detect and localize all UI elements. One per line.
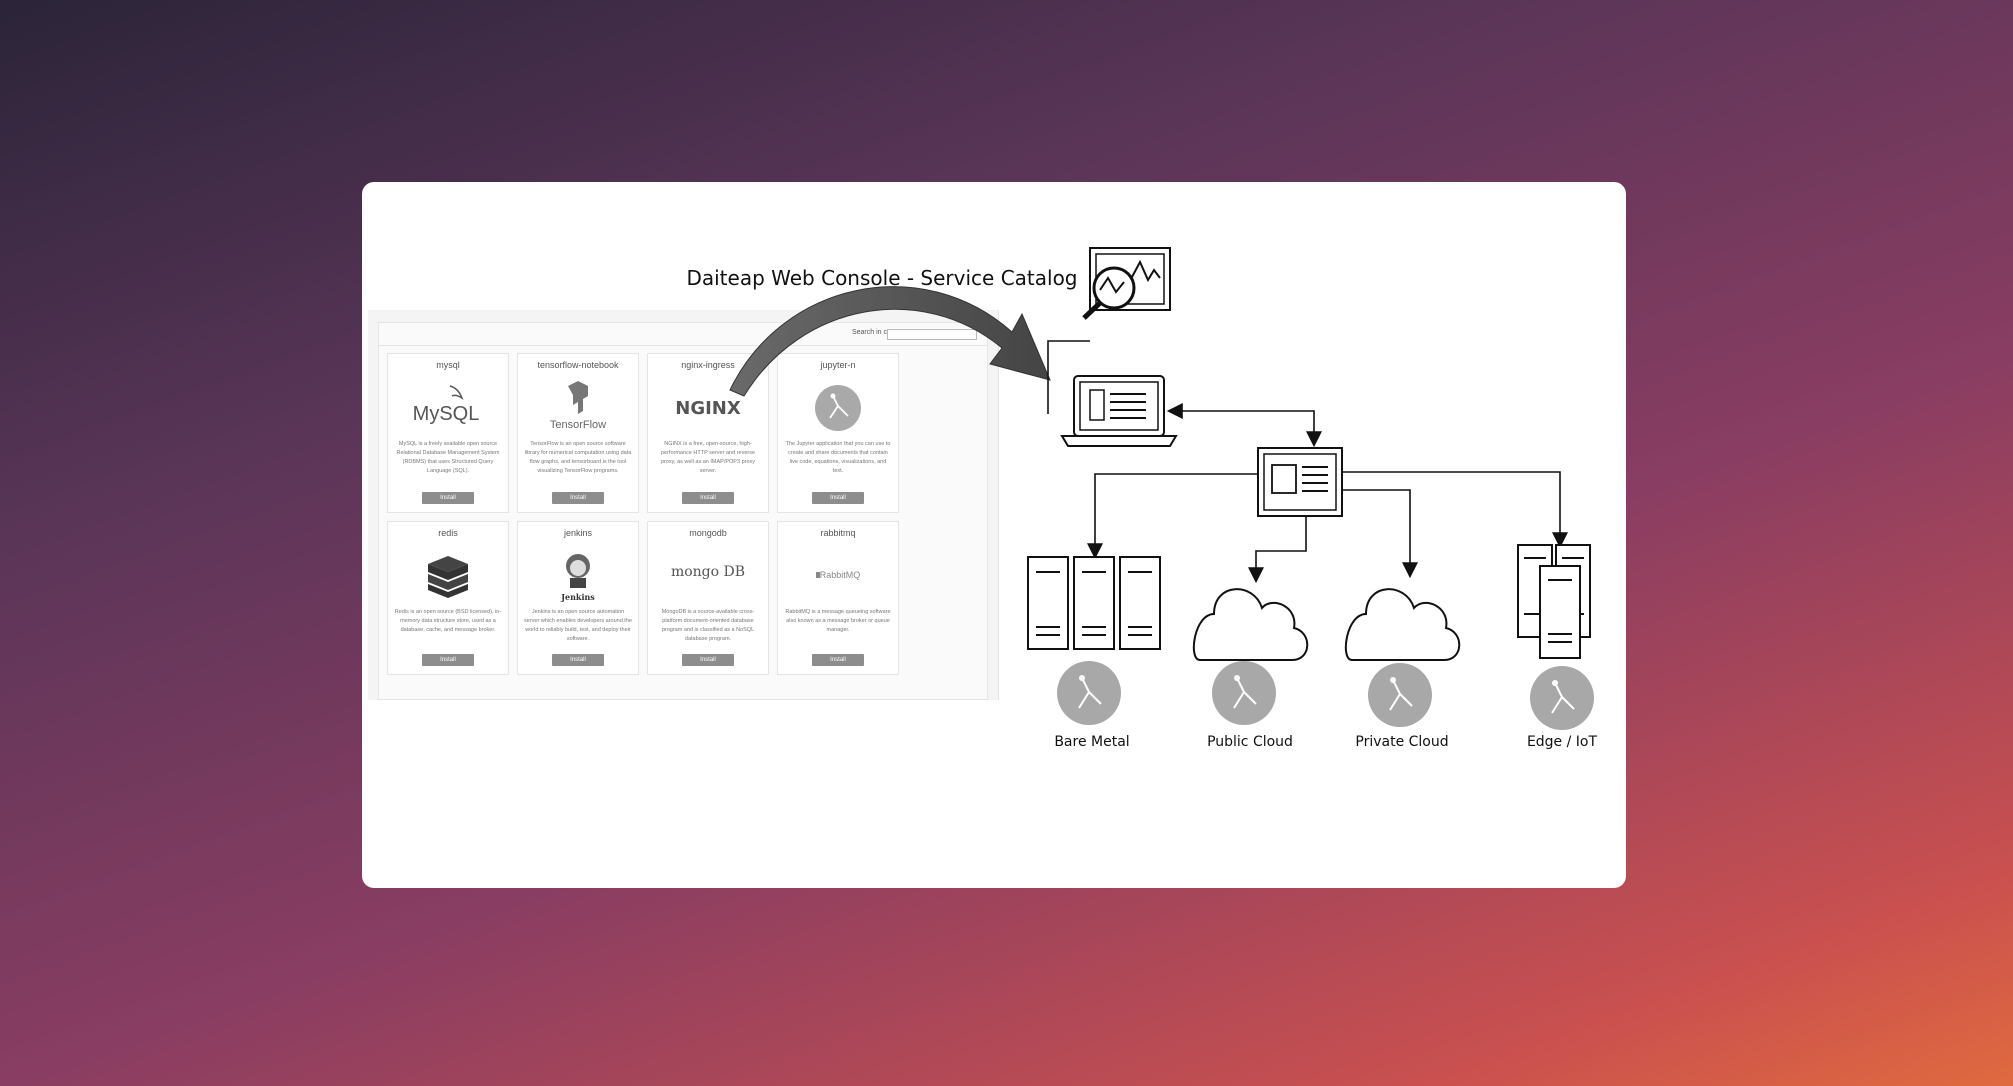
edge-device-icon	[1517, 544, 1591, 659]
compass-logo-icon	[778, 376, 898, 438]
install-button[interactable]: Install	[552, 654, 604, 666]
search-label: Search in c	[851, 329, 887, 336]
install-button[interactable]: Install	[552, 492, 604, 504]
compass-badge-icon	[1057, 661, 1121, 725]
connector-line	[1342, 489, 1418, 579]
compass-badge-icon	[1530, 666, 1594, 730]
label-public-cloud: Public Cloud	[1207, 734, 1293, 750]
service-description: MySQL is a freely available open source …	[396, 441, 500, 474]
deploy-arrow	[729, 286, 1051, 397]
connector-line	[1220, 410, 1322, 448]
service-description: Jenkins is an open source automation ser…	[524, 609, 632, 642]
service-name: nginx-ingress	[681, 360, 735, 370]
service-catalog-screenshot: Search in c mysql MySQL MySQL is a freel…	[368, 310, 999, 700]
tensorflow-logo-icon: TensorFlow	[518, 376, 638, 438]
install-button[interactable]: Install	[812, 654, 864, 666]
deployment-diagram	[729, 247, 1594, 730]
connector-line	[1248, 516, 1307, 584]
install-button[interactable]: Install	[422, 654, 474, 666]
private-cloud-icon	[1344, 588, 1461, 661]
rabbitmq-logo-icon: RabbitMQ	[778, 544, 898, 606]
public-cloud-icon	[1192, 588, 1309, 661]
label-edge-iot: Edge / IoT	[1526, 734, 1598, 750]
service-name: rabbitmq	[820, 528, 856, 538]
compass-badge-icon	[1368, 663, 1432, 727]
install-button[interactable]: Install	[422, 492, 474, 504]
service-card-redis: redis Redis is an open source (BSD licen…	[387, 521, 509, 675]
redis-logo-icon	[388, 544, 508, 606]
service-card-jenkins: jenkins Jenkins Jenkins is an open sourc…	[517, 521, 639, 675]
rabbitmq-logo-text: RabbitMQ	[820, 570, 861, 580]
service-name: mongodb	[689, 528, 727, 538]
connector-line	[1047, 340, 1090, 414]
label-private-cloud: Private Cloud	[1355, 734, 1449, 750]
service-description: Redis is an open source (BSD licensed), …	[394, 609, 502, 633]
search-row: Search in c	[379, 323, 987, 346]
service-name: mysql	[436, 360, 460, 370]
service-card-tensorflow: tensorflow-notebook TensorFlow TensorFlo…	[517, 353, 639, 513]
nginx-logo-icon: NGINX	[648, 376, 768, 438]
service-card-mongodb: mongodb mongo DB MongoDB is a source-ava…	[647, 521, 769, 675]
service-description: TensorFlow is an open source software li…	[524, 441, 632, 474]
install-button[interactable]: Install	[682, 654, 734, 666]
service-card-jupyter: jupyter-n The Jupyter application that y…	[777, 353, 899, 513]
service-card-mysql: mysql MySQL MySQL is a freely available …	[387, 353, 509, 513]
tensorflow-logo-text: TensorFlow	[550, 419, 606, 431]
mysql-logo-text: MySQL	[413, 403, 480, 425]
search-input[interactable]	[887, 329, 977, 340]
service-description: RabbitMQ is a message queueing software …	[785, 609, 891, 633]
service-description: The Jupyter application that you can use…	[785, 441, 891, 474]
install-button[interactable]: Install	[682, 492, 734, 504]
diagram-card: Daiteap Web Console - Service Catalog Se…	[362, 182, 1626, 888]
compass-badge-icon	[1212, 661, 1276, 725]
connector-line	[1087, 473, 1258, 560]
service-name: redis	[438, 528, 458, 538]
diagram-title: Daiteap Web Console - Service Catalog	[686, 266, 1078, 290]
service-card-rabbitmq: rabbitmq RabbitMQ RabbitMQ is a message …	[777, 521, 899, 675]
label-bare-metal: Bare Metal	[1054, 734, 1130, 750]
service-name: tensorflow-notebook	[537, 360, 619, 370]
monitoring-icon	[1082, 247, 1171, 320]
service-description: MongoDB is a source-available cross-plat…	[661, 609, 755, 642]
laptop-icon	[1060, 375, 1178, 447]
service-name: jenkins	[563, 528, 592, 538]
service-name: jupyter-n	[820, 360, 856, 370]
jenkins-logo-icon: Jenkins	[518, 544, 638, 606]
connector-line	[1342, 471, 1568, 549]
service-description: NGINX is a free, open-source, high-perfo…	[660, 441, 756, 474]
mysql-logo-icon: MySQL	[388, 376, 508, 438]
server-rack-icon	[1027, 556, 1161, 650]
mongodb-logo-icon: mongo DB	[648, 544, 768, 606]
install-button[interactable]: Install	[812, 492, 864, 504]
jenkins-logo-text: Jenkins	[560, 592, 595, 602]
mongodb-logo-text: mongo DB	[671, 564, 745, 580]
service-catalog-panel: Search in c mysql MySQL MySQL is a freel…	[378, 322, 988, 700]
nginx-logo-text: NGINX	[675, 398, 741, 419]
orchestrator-icon	[1257, 447, 1343, 517]
